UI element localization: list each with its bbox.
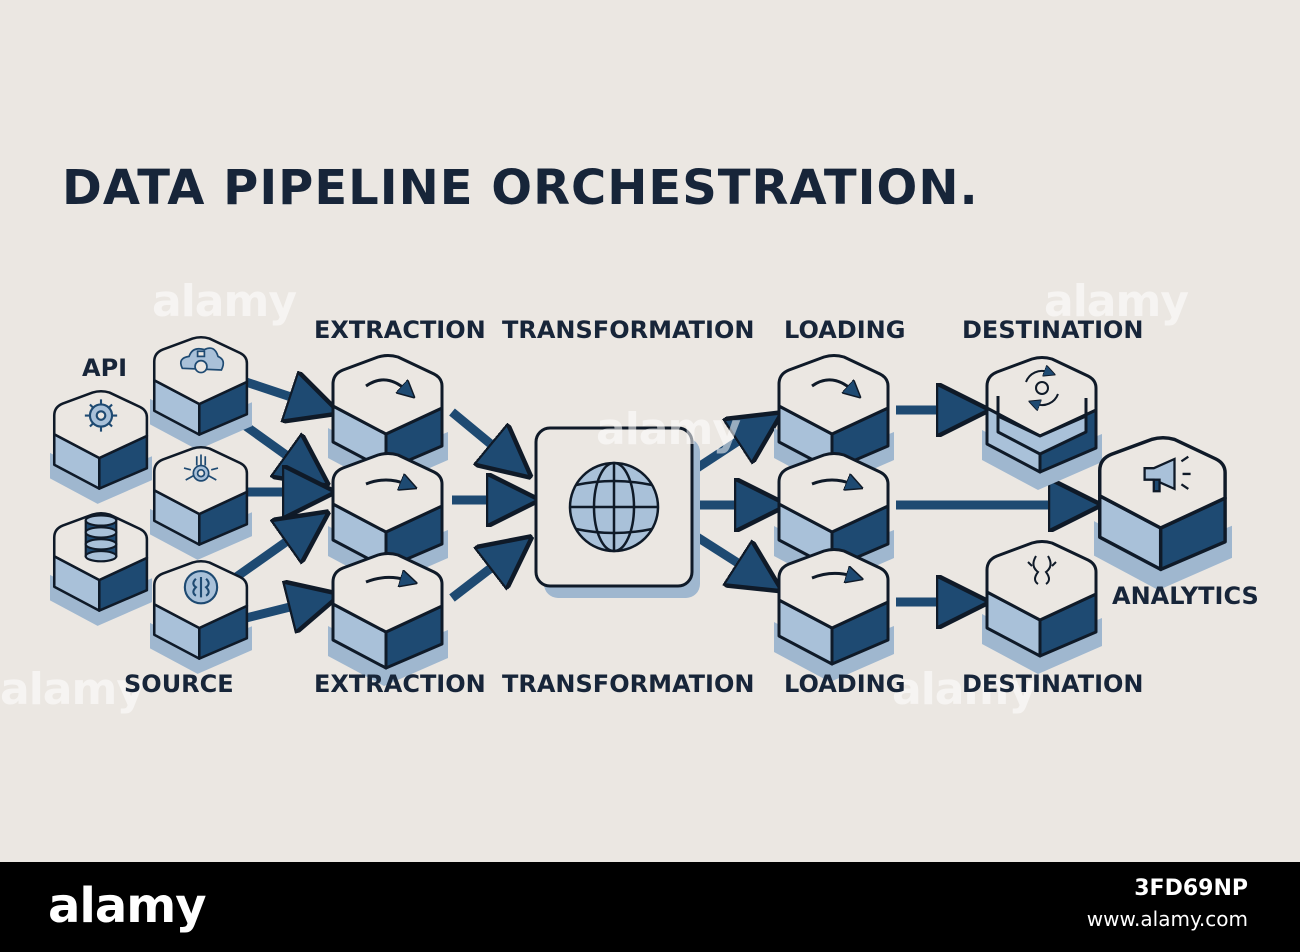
extraction-box-3 [328, 552, 448, 686]
loading-box-1 [774, 354, 894, 488]
extraction-box-2 [328, 452, 448, 586]
transformation-top-label: TRANSFORMATION [502, 316, 755, 344]
api-label: API [82, 354, 128, 382]
arrow-transform-to-load3 [691, 531, 752, 572]
destination-box-2 [982, 540, 1102, 674]
transformation-bottom-label: TRANSFORMATION [502, 670, 755, 698]
curved-arrow-icon [365, 378, 406, 390]
diagram-canvas: alamy alamy alamy alamy alamy DATA PIPEL… [0, 160, 1259, 715]
extraction-box-1 [328, 354, 448, 488]
loading-box-3 [774, 548, 894, 682]
database-box [50, 512, 152, 626]
watermark: alamy [1044, 276, 1189, 327]
watermark: alamy [0, 664, 145, 715]
analytics-box [1094, 436, 1232, 591]
chip-icon [183, 454, 219, 482]
brain-box [150, 560, 252, 674]
site-url: www.alamy.com [1086, 907, 1248, 931]
arrow-extract3-to-transform [449, 558, 504, 602]
curved-arrow-icon [365, 480, 406, 484]
transformation-box [534, 426, 700, 598]
arrow-brain-to-extract2 [229, 532, 300, 584]
cloud-box [150, 335, 252, 450]
curved-arrow-icon [811, 480, 852, 484]
arrow-extract1-to-transform [449, 408, 504, 455]
face-icon [1027, 555, 1057, 585]
chip-box [150, 445, 252, 560]
gear-icon [84, 399, 118, 432]
api-gear-box [50, 389, 152, 504]
refresh-icon [1025, 371, 1059, 405]
curved-arrow-icon [365, 577, 406, 582]
destination-top-label: DESTINATION [962, 316, 1144, 344]
alamy-logo: alamy [48, 878, 207, 934]
curved-arrow-icon [811, 378, 852, 390]
watermark: alamy [892, 664, 1037, 715]
extraction-bottom-label: EXTRACTION [314, 670, 486, 698]
page-title: DATA PIPELINE ORCHESTRATION. [62, 160, 979, 216]
megaphone-icon [1143, 455, 1191, 493]
pipeline-diagram [50, 335, 1232, 686]
arrow-transform-to-load1 [691, 432, 752, 474]
loading-bottom-label: LOADING [784, 670, 906, 698]
watermark: alamy [152, 276, 297, 327]
database-icon [84, 514, 118, 563]
arrow-group [223, 382, 1066, 618]
arrow-brain-to-extract3 [244, 603, 306, 618]
globe-icon [568, 461, 660, 553]
watermark: alamy [596, 404, 741, 455]
arrow-cloud-to-extract1 [244, 382, 306, 402]
stock-footer: alamy 3FD69NP www.alamy.com [0, 862, 1300, 952]
loading-box-2 [774, 452, 894, 586]
brain-icon [183, 569, 219, 605]
extraction-top-label: EXTRACTION [314, 316, 486, 344]
destination-bottom-label: DESTINATION [962, 670, 1144, 698]
source-label: SOURCE [124, 670, 234, 698]
image-id: 3FD69NP www.alamy.com [1087, 874, 1248, 934]
curved-arrow-icon [811, 573, 852, 578]
destination-box-1 [982, 356, 1102, 490]
loading-top-label: LOADING [784, 316, 906, 344]
cloud-icon [179, 347, 225, 374]
analytics-label: ANALYTICS [1112, 582, 1259, 610]
image-id-code: 3FD69NP [1134, 876, 1248, 901]
